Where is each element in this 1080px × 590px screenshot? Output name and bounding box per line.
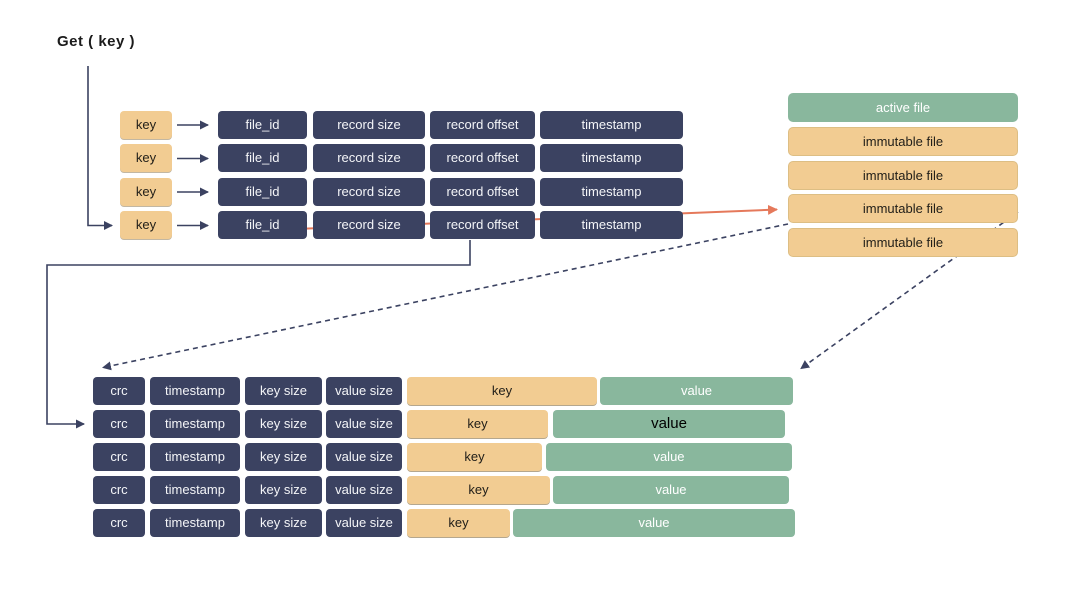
keydir-file-id-cell: file_id <box>218 111 307 139</box>
record-timestamp-cell: timestamp <box>150 476 240 504</box>
immutable-file-box-3: immutable file <box>788 194 1018 223</box>
keydir-file-id-cell: file_id <box>218 211 307 239</box>
record-value-cell: value <box>513 509 795 537</box>
keydir-key-cell: key <box>120 211 172 239</box>
active-file-box: active file <box>788 93 1018 122</box>
keydir-timestamp-cell: timestamp <box>540 144 683 172</box>
immutable-file-box-1: immutable file <box>788 127 1018 156</box>
record-crc-cell: crc <box>93 509 145 537</box>
record-value-size-cell: value size <box>326 443 402 471</box>
keydir-record-offset-cell: record offset <box>430 144 535 172</box>
record-key-cell: key <box>407 377 597 405</box>
keydir-file-id-cell: file_id <box>218 144 307 172</box>
keydir-record-size-cell: record size <box>313 211 425 239</box>
keydir-key-cell: key <box>120 111 172 139</box>
record-timestamp-cell: timestamp <box>150 443 240 471</box>
record-value-cell: value <box>600 377 793 405</box>
keydir-row-3: key file_id record size record offset ti… <box>0 178 1080 206</box>
keydir-row-4: key file_id record size record offset ti… <box>0 211 1080 239</box>
record-row-5: crc timestamp key size value size key va… <box>0 509 1080 537</box>
record-timestamp-cell: timestamp <box>150 410 240 438</box>
record-key-cell: key <box>407 509 510 537</box>
immutable-to-records-left-dashed-arrow <box>102 223 789 371</box>
keydir-record-size-cell: record size <box>313 144 425 172</box>
immutable-file-box-4: immutable file <box>788 228 1018 257</box>
record-key-size-cell: key size <box>245 476 322 504</box>
record-crc-cell: crc <box>93 476 145 504</box>
record-timestamp-cell: timestamp <box>150 377 240 405</box>
keydir-timestamp-cell: timestamp <box>540 178 683 206</box>
record-key-size-cell: key size <box>245 410 322 438</box>
keydir-row-2: key file_id record size record offset ti… <box>0 144 1080 172</box>
record-crc-cell: crc <box>93 410 145 438</box>
record-key-cell: key <box>407 443 542 471</box>
record-crc-cell: crc <box>93 377 145 405</box>
record-row-3: crc timestamp key size value size key va… <box>0 443 1080 471</box>
record-row-2: crc timestamp key size value size key va… <box>0 410 1080 438</box>
record-key-cell: key <box>407 476 550 504</box>
record-value-size-cell: value size <box>326 476 402 504</box>
record-value-cell: value <box>546 443 792 471</box>
keydir-record-offset-cell: record offset <box>430 178 535 206</box>
keydir-key-cell: key <box>120 144 172 172</box>
record-crc-cell: crc <box>93 443 145 471</box>
keydir-key-cell: key <box>120 178 172 206</box>
keydir-timestamp-cell: timestamp <box>540 211 683 239</box>
record-value-size-cell: value size <box>326 410 402 438</box>
record-row-1: crc timestamp key size value size key va… <box>0 377 1080 405</box>
record-value-size-cell: value size <box>326 377 402 405</box>
keydir-record-size-cell: record size <box>313 111 425 139</box>
record-key-cell: key <box>407 410 548 438</box>
keydir-record-offset-cell: record offset <box>430 211 535 239</box>
record-value-cell: value <box>553 476 789 504</box>
get-key-label: Get ( key ) <box>57 33 136 50</box>
record-key-size-cell: key size <box>245 443 322 471</box>
record-key-size-cell: key size <box>245 377 322 405</box>
record-key-size-cell: key size <box>245 509 322 537</box>
keydir-timestamp-cell: timestamp <box>540 111 683 139</box>
record-timestamp-cell: timestamp <box>150 509 240 537</box>
immutable-file-box-2: immutable file <box>788 161 1018 190</box>
record-value-size-cell: value size <box>326 509 402 537</box>
keydir-record-offset-cell: record offset <box>430 111 535 139</box>
keydir-row-1: key file_id record size record offset ti… <box>0 111 1080 139</box>
record-row-4: crc timestamp key size value size key va… <box>0 476 1080 504</box>
record-value-cell-highlighted: value <box>553 410 785 438</box>
keydir-file-id-cell: file_id <box>218 178 307 206</box>
keydir-record-size-cell: record size <box>313 178 425 206</box>
